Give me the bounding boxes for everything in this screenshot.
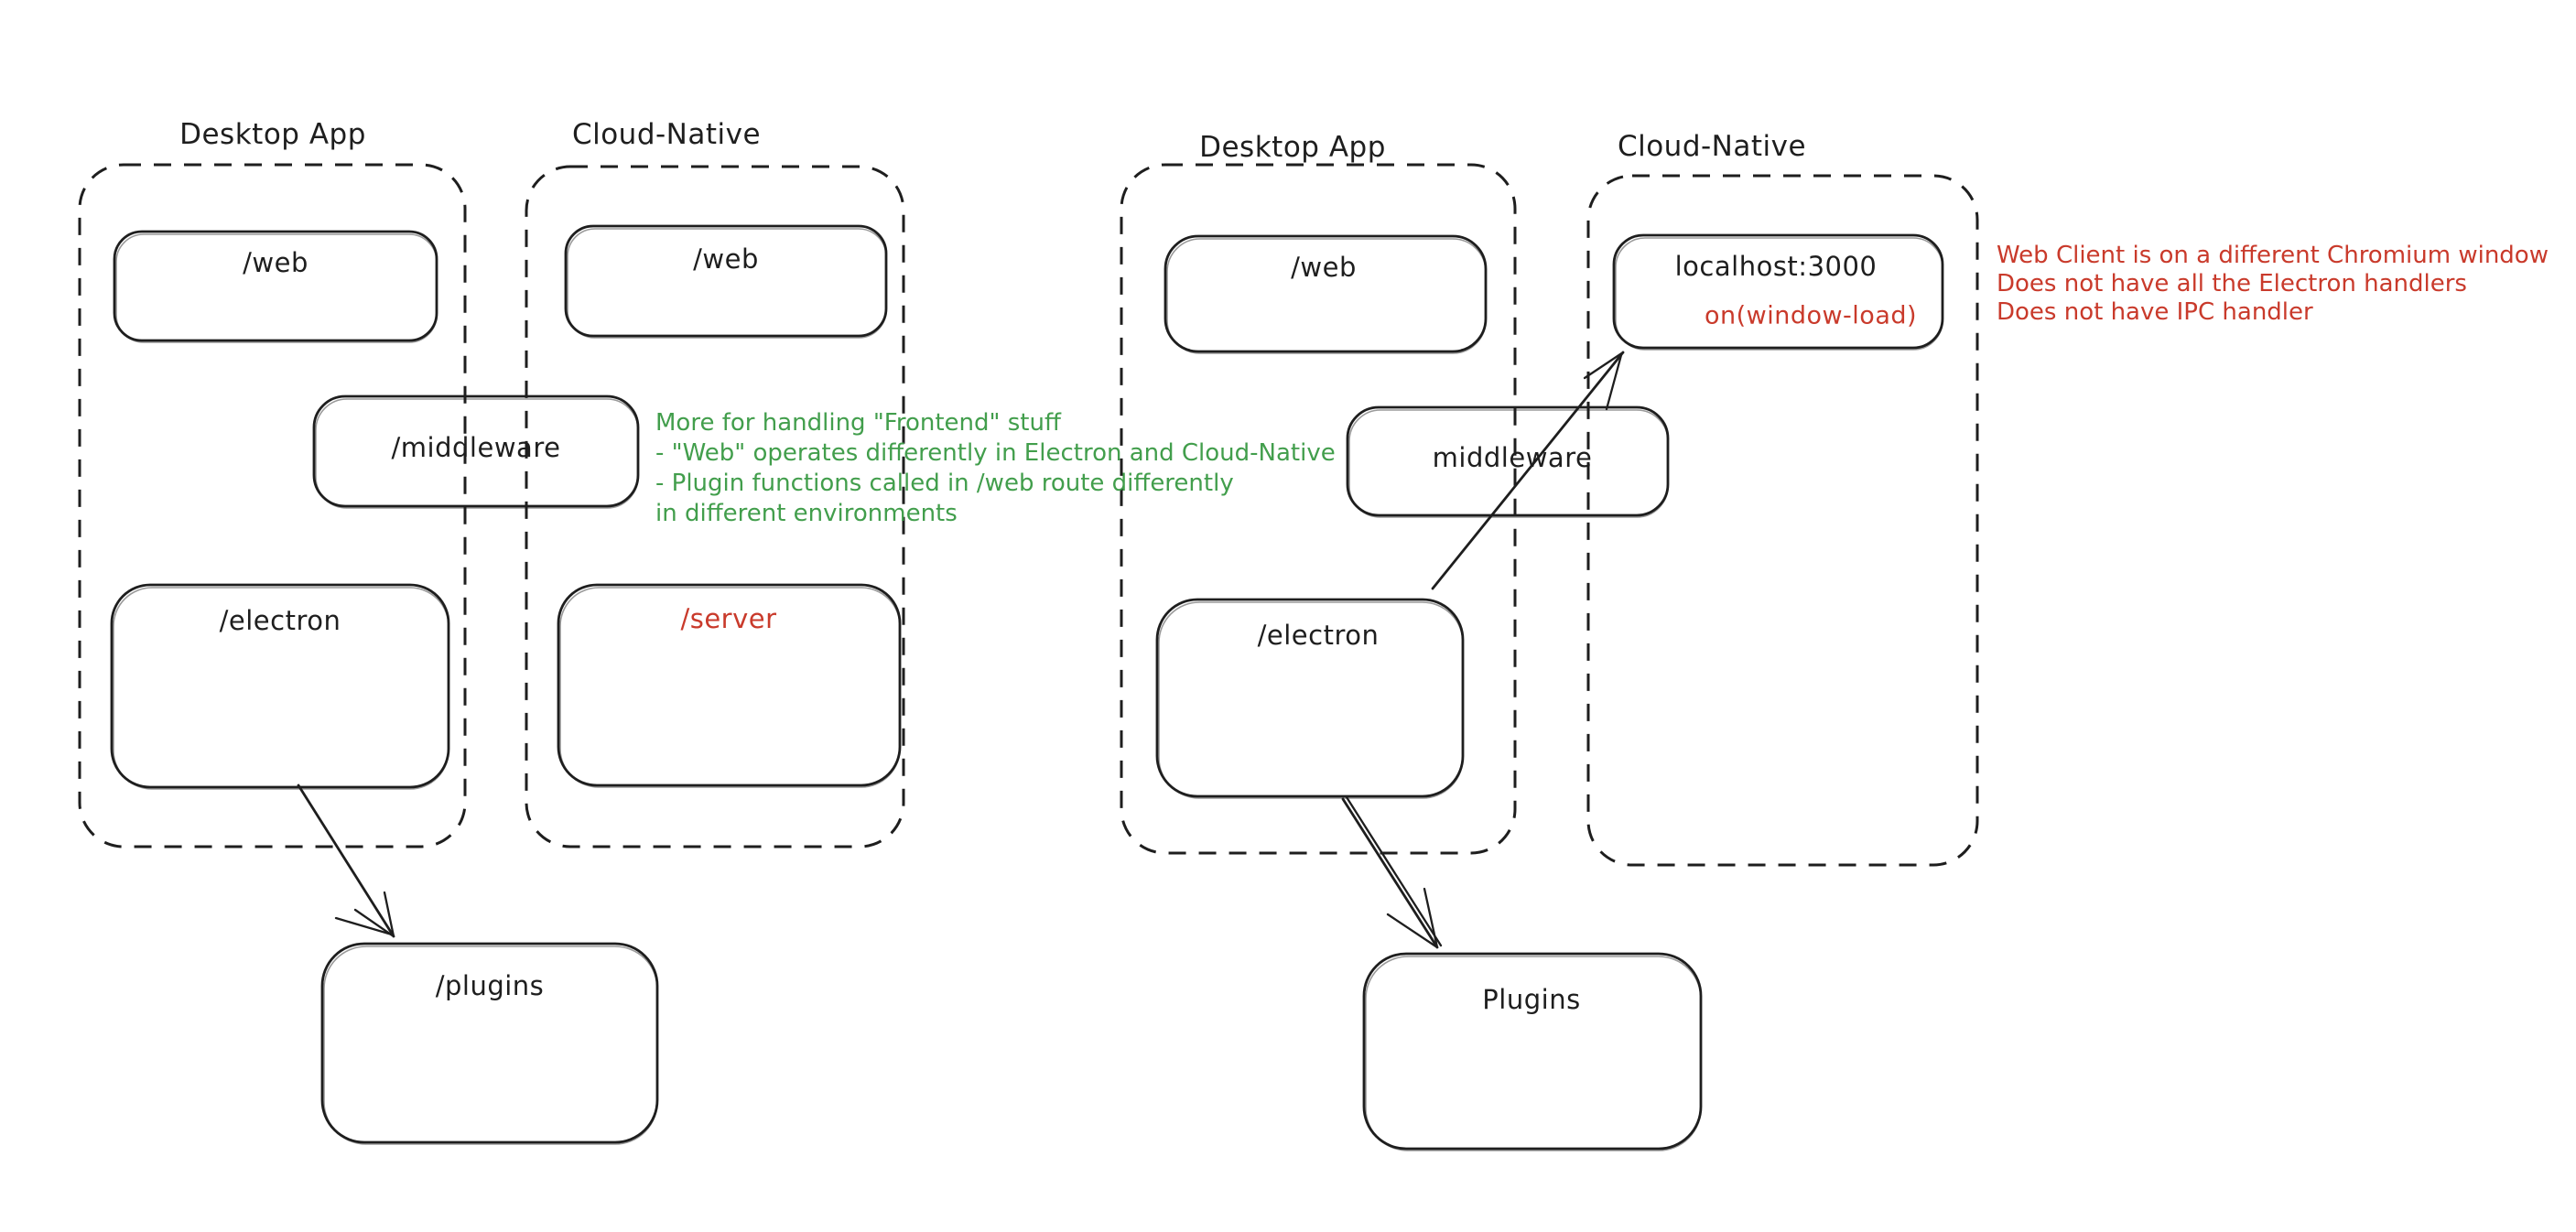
electron-box-right-label: /electron: [1257, 620, 1380, 651]
web-box-left-cloud: [564, 224, 888, 339]
server-box: [557, 583, 902, 788]
middleware-box-left: [312, 394, 640, 509]
green-annotation-line: More for handling "Frontend" stuff: [655, 409, 1061, 437]
desktop-app-label-right: Desktop App: [1199, 131, 1386, 164]
electron-box-left-label: /electron: [219, 605, 341, 636]
web-box-left-desktop-label: /web: [243, 247, 308, 278]
green-annotation-line: - Plugin functions called in /web route …: [655, 470, 1234, 497]
plugins-box-right-label: Plugins: [1482, 984, 1581, 1015]
desktop-app-label-left: Desktop App: [179, 118, 366, 151]
on-window-load-label: on(window-load): [1704, 301, 1918, 330]
red-annotation: Web Client is on a different Chromium wi…: [1997, 242, 2549, 327]
plugins-box-left-label: /plugins: [435, 970, 545, 1001]
plugins-box-right: [1362, 952, 1703, 1151]
red-annotation-line: Does not have IPC handler: [1997, 298, 2313, 326]
electron-box-right: [1155, 598, 1465, 799]
arrow-electron-to-plugins-right: [1341, 795, 1443, 949]
cloud-native-label-left: Cloud-Native: [571, 118, 762, 151]
arrow-electron-to-plugins-left: [297, 784, 395, 938]
red-annotation-line: Web Client is on a different Chromium wi…: [1997, 242, 2549, 269]
red-annotation-line: Does not have all the Electron handlers: [1997, 270, 2467, 297]
web-box-left-cloud-label: /web: [693, 243, 759, 275]
localhost-box-label: localhost:3000: [1674, 251, 1878, 282]
web-box-right: [1164, 234, 1488, 354]
server-box-label: /server: [680, 603, 777, 634]
middleware-box-right: [1346, 405, 1670, 518]
web-box-right-label: /web: [1291, 252, 1357, 283]
middleware-box-right-label: middleware: [1432, 442, 1593, 473]
cloud-native-label-right: Cloud-Native: [1617, 130, 1807, 163]
green-annotation: More for handling "Frontend" stuff - "We…: [655, 408, 1336, 529]
web-box-left-desktop: [113, 230, 438, 343]
localhost-box: [1612, 233, 1944, 351]
cloud-container-right: [1586, 174, 1979, 867]
middleware-box-left-label: /middleware: [391, 432, 561, 463]
plugins-box-left: [320, 942, 659, 1145]
green-annotation-line: - "Web" operates differently in Electron…: [655, 439, 1336, 467]
desktop-container-left: [78, 163, 467, 848]
electron-box-left: [110, 583, 450, 790]
arrow-electron-to-localhost: [1431, 351, 1625, 590]
green-annotation-line: in different environments: [655, 500, 958, 527]
desktop-container-right: [1120, 163, 1517, 855]
